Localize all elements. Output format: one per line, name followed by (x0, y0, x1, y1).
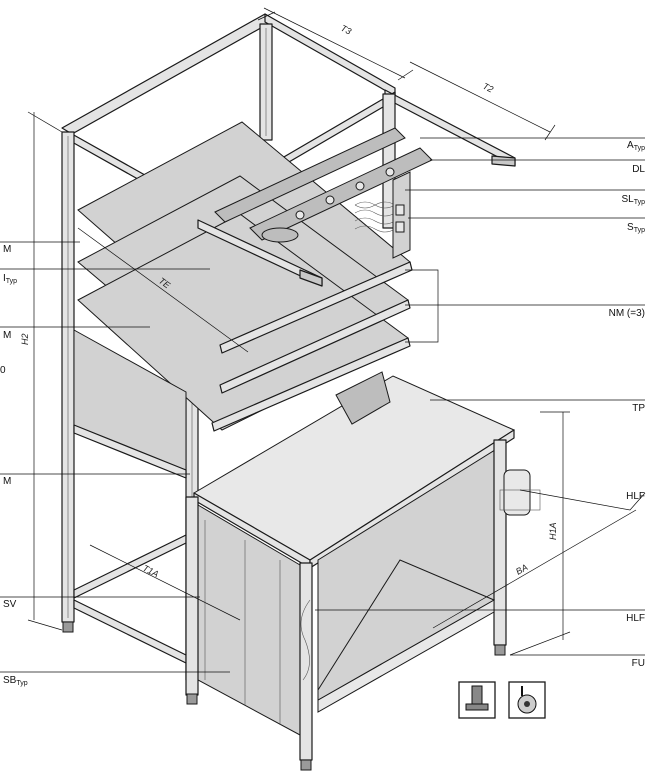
shelf-3-lip (211, 337, 411, 432)
callout-fu: FU (632, 658, 645, 669)
foot-4 (494, 644, 506, 656)
shelf-2-lip (219, 299, 411, 394)
callout-leaders (0, 137, 646, 673)
tool-rail (214, 127, 433, 259)
callout-tp: TP (632, 403, 645, 414)
cantilever-end-cap (491, 155, 516, 167)
callout-labels: ATyp DL SLTyp STyp NM (=3) TP HLF HLF FU… (0, 140, 645, 687)
callout-m-3: M (3, 476, 11, 487)
callout-hlf-upper: HLF (626, 491, 645, 502)
foot-type-icons (458, 681, 546, 719)
dimension-lines (27, 7, 637, 656)
foot-3 (300, 759, 312, 771)
bottom-shelf (317, 559, 496, 701)
callout-sb-typ: SBTyp (3, 675, 28, 687)
callout-i-typ: ITyp (3, 273, 17, 285)
callout-dl: DL (632, 164, 645, 175)
rail-upper (214, 127, 406, 223)
callout-sl-typ: SLTyp (621, 194, 645, 206)
front-crossbeam-cap (299, 269, 323, 287)
callout-edge-zero: 0 (0, 365, 6, 376)
foot-2 (186, 693, 198, 705)
table-leg-front (299, 562, 313, 761)
hanging-hose (300, 599, 311, 681)
feet (62, 621, 506, 771)
callout-nm: NM (=3) (609, 308, 645, 319)
dim-h2: H2 (20, 333, 30, 345)
callout-a-typ: ATyp (627, 140, 645, 152)
callout-m-2: M (3, 330, 11, 341)
spray-bottle (503, 469, 531, 516)
rack-bottom-side-beam (73, 599, 187, 664)
callout-s-typ: STyp (627, 222, 645, 234)
dim-t2: T2 (481, 81, 495, 95)
cantilever-arm (384, 89, 516, 167)
dim-ba: BA (514, 562, 529, 577)
rack-mid-beam (73, 424, 187, 479)
drawer-light (261, 227, 299, 243)
callout-sv: SV (3, 599, 17, 610)
top-beam-left (61, 13, 276, 135)
callout-hlf-lower: HLF (626, 613, 645, 624)
foot-1 (62, 621, 74, 633)
table-leg-right (493, 439, 507, 646)
dim-h1a: H1A (548, 522, 558, 540)
dim-t3: T3 (339, 23, 353, 37)
inclined-shelves (77, 121, 413, 432)
top-beam-rear (264, 13, 396, 97)
dim-t1a: T1A (141, 563, 160, 579)
callout-m-1: M (3, 244, 11, 255)
work-table (185, 371, 541, 761)
storage-bin (335, 371, 391, 425)
rack-bottom-beam (73, 534, 187, 599)
